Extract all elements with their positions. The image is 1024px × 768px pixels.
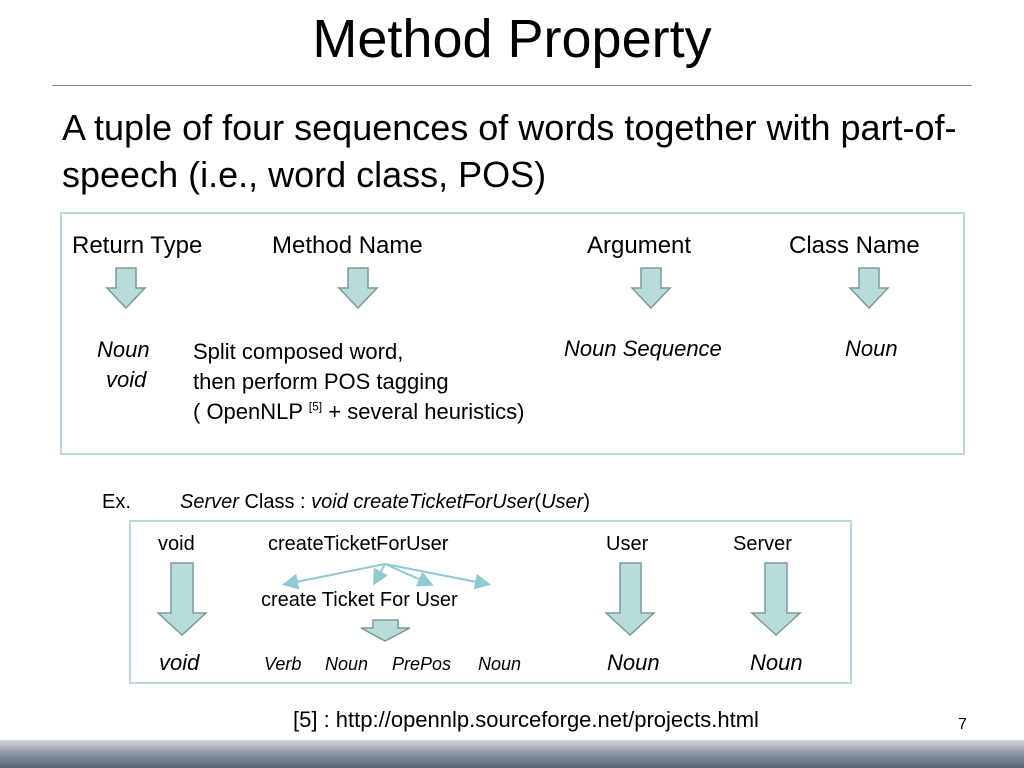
arrow-split-pos: [360, 619, 411, 642]
example-signature: Server Class : void createTicketForUser(…: [180, 491, 590, 513]
method-property-box: [60, 212, 965, 455]
return-pos-noun: Noun: [97, 337, 150, 362]
example-pos-prepos: PrePos: [392, 654, 452, 674]
slide-subtitle: A tuple of four sequences of words toget…: [62, 107, 957, 195]
page-number: 7: [958, 716, 967, 733]
arrow-example-void: [156, 562, 208, 637]
label-return-type: Return Type: [72, 232, 203, 259]
example-pos-user: Noun: [607, 650, 660, 675]
label-argument: Argument: [587, 232, 692, 259]
example-header-method: createTicketForUser: [268, 533, 449, 555]
example-header-server: Server: [733, 533, 792, 555]
arrow-return-type: [105, 267, 147, 310]
reference-note: [5] : http://opennlp.sourceforge.net/pro…: [293, 707, 759, 732]
arrow-method-name: [337, 267, 379, 310]
slide-title: Method Property: [312, 9, 712, 69]
method-note-line2: then perform POS tagging: [193, 369, 449, 394]
label-method-name: Method Name: [272, 232, 423, 259]
footer-bar: [0, 740, 1024, 768]
example-header-user: User: [606, 533, 649, 555]
example-pos-void: void: [159, 650, 200, 675]
argument-pos: Noun Sequence: [564, 336, 722, 361]
arrow-example-user: [604, 562, 656, 637]
class-pos: Noun: [845, 336, 898, 361]
method-note-line1: Split composed word,: [193, 339, 404, 364]
method-note-line3: ( OpenNLP [5] + several heuristics): [193, 399, 525, 424]
example-pos-verb: Verb: [264, 654, 302, 674]
return-pos-void: void: [106, 367, 147, 392]
example-prefix: Ex.: [102, 491, 131, 513]
example-pos-server: Noun: [750, 650, 803, 675]
citation-ref: [5]: [308, 399, 323, 414]
arrow-argument: [630, 267, 672, 310]
example-header-void: void: [158, 533, 195, 555]
split-words: create Ticket For User: [261, 589, 458, 611]
label-class-name: Class Name: [789, 232, 920, 259]
title-divider: [52, 85, 972, 86]
example-pos-noun1: Noun: [325, 654, 369, 674]
arrow-example-server: [750, 562, 802, 637]
split-branch-lines: [282, 563, 491, 590]
arrow-class-name: [848, 267, 890, 310]
example-pos-noun2: Noun: [478, 654, 522, 674]
example-box: [129, 520, 852, 684]
